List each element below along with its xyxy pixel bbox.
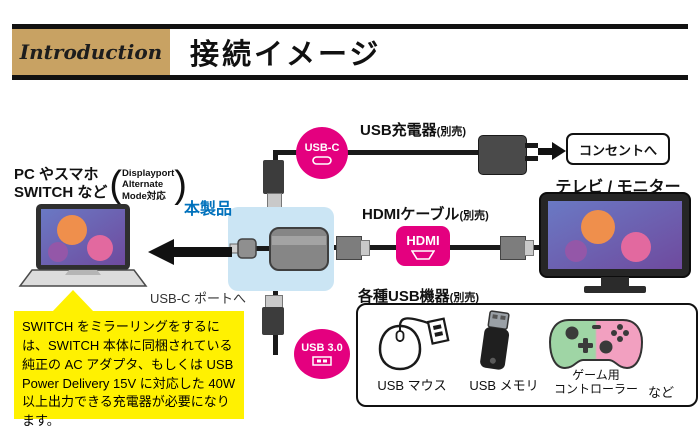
- switch-mirroring-note: SWITCH をミラーリングをするには、SWITCH 本体に同梱されている純正の…: [14, 311, 244, 428]
- outlet-arrow-shaft: [538, 148, 552, 155]
- source-device-label: PC やスマホ SWITCH など ( Displayport Alternat…: [14, 166, 187, 204]
- open-paren: (: [109, 164, 122, 206]
- intro-label-box: Introduction: [12, 29, 170, 75]
- usbc-port-note: USB-C ポートへ: [150, 291, 247, 306]
- usb-memory-icon: [480, 310, 510, 370]
- usbc-hub-adapter-icon: [229, 227, 329, 271]
- hdmi-cable-label: HDMIケーブル(別売): [362, 203, 489, 224]
- usb3-badge-label: USB 3.0: [301, 342, 343, 354]
- outlet-box: コンセントへ: [566, 133, 670, 165]
- tv-monitor-label: テレビ / モニター: [555, 179, 681, 196]
- usba-plug-icon: [262, 307, 284, 335]
- displayport-note: ( Displayport Alternate Mode対応 ): [109, 166, 187, 204]
- page-title: 接続イメージ: [190, 39, 382, 71]
- hdmi-badge: HDMI: [396, 226, 450, 266]
- game-controller-label-line2: コントローラー: [553, 381, 638, 396]
- etc-label: など: [648, 385, 675, 400]
- charger-sold-note: (別売): [436, 126, 466, 138]
- usb-mouse-label: USB マウス: [377, 378, 447, 393]
- product-highlight-box: [228, 207, 334, 291]
- left-arrow-shaft: [172, 247, 232, 257]
- displayport-note-line3: Mode対応: [121, 190, 166, 202]
- source-device-line1: PC やスマホ: [14, 166, 99, 183]
- usbc-badge-label: USB-C: [304, 141, 340, 154]
- source-device-name: PC やスマホ SWITCH など: [14, 166, 107, 204]
- tv-monitor-icon: [539, 192, 691, 293]
- warning-arrow-icon: [52, 290, 94, 312]
- charger-prong-bottom-icon: [525, 156, 538, 161]
- source-device-line2: SWITCH など: [14, 184, 108, 201]
- hdmi-cable-label-text: HDMIケーブル: [362, 206, 460, 223]
- game-controller-icon: [548, 319, 644, 370]
- usb-charger-icon: [478, 135, 527, 175]
- hdmi-plug-left-tip-icon: [360, 240, 370, 256]
- game-controller-label-line1: ゲーム用: [572, 368, 620, 382]
- game-controller-label: ゲーム用 コントローラー: [546, 368, 646, 397]
- usb-devices-label-text: 各種USB機器: [358, 288, 450, 305]
- usb3-badge: USB 3.0: [294, 329, 350, 379]
- usbc-charge-cable-horizontal: [273, 150, 482, 155]
- product-label: 本製品: [184, 201, 233, 218]
- usb-memory-label: USB メモリ: [469, 378, 539, 393]
- outlet-arrow-icon: [552, 142, 566, 160]
- displayport-note-lines: Displayport Alternate Mode対応: [122, 168, 174, 202]
- close-paren: ): [174, 164, 187, 206]
- hdmi-plug-left-icon: [336, 236, 362, 260]
- usb-devices-label: 各種USB機器(別売): [358, 285, 479, 306]
- usbc-plug-icon: [263, 160, 284, 194]
- laptop-icon: [18, 204, 148, 287]
- outlet-label: コンセントへ: [578, 142, 657, 158]
- usb-mouse-icon: [378, 317, 450, 371]
- charger-label: USB充電器(別売): [360, 119, 466, 140]
- hdmi-badge-label: HDMI: [406, 232, 440, 248]
- displayport-note-line1: Displayport: [121, 167, 175, 179]
- charger-prong-top-icon: [525, 143, 538, 148]
- charger-label-text: USB充電器: [360, 122, 437, 139]
- usb-devices-sold-note: (別売): [449, 292, 479, 304]
- displayport-note-line2: Alternate: [121, 179, 164, 191]
- header-banner: Introduction 接続イメージ: [12, 24, 688, 80]
- intro-label: Introduction: [19, 40, 163, 64]
- hdmi-plug-right-tip-icon: [524, 240, 534, 256]
- hdmi-sold-note: (別売): [459, 210, 489, 222]
- usbc-badge: USB-C: [296, 127, 348, 179]
- hdmi-plug-right-icon: [500, 236, 526, 260]
- usba-connector-icon: [312, 356, 332, 366]
- usbc-connector-icon: [312, 155, 332, 165]
- left-arrow-icon: [148, 239, 174, 265]
- hdmi-connector-icon: [411, 249, 435, 260]
